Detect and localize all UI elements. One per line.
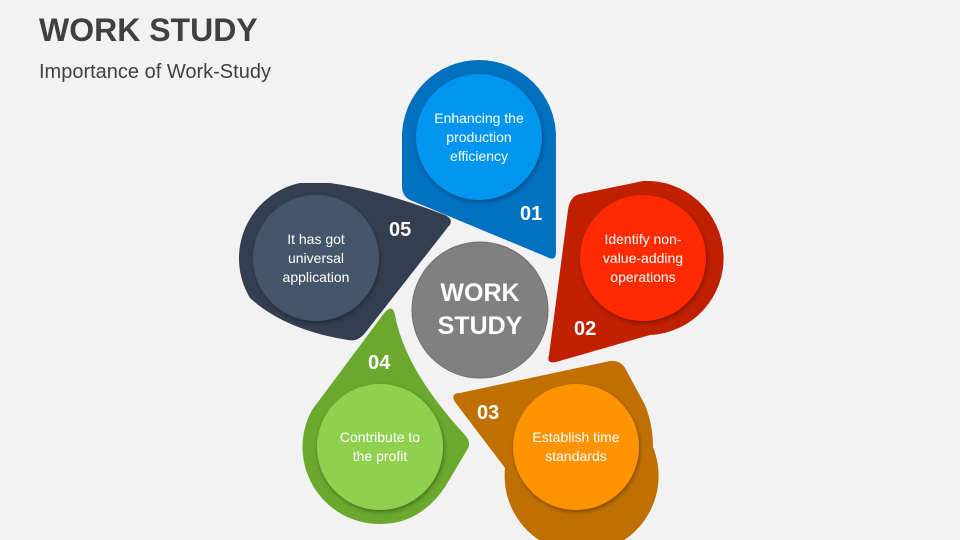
petal-04 [302, 308, 470, 525]
hub-label: WORK STUDY [412, 276, 548, 344]
item-01-number: 01 [520, 203, 543, 225]
petal-01 [402, 60, 556, 259]
hub-circle [411, 241, 549, 379]
item-01-text: Enhancing the production efficiency [434, 109, 524, 164]
item-04-text: Contribute to the profit [339, 429, 421, 464]
page-subtitle: Importance of Work-Study [39, 61, 271, 83]
item-02-text: Identify non-value-adding operations [602, 230, 684, 285]
petal-05 [238, 183, 451, 341]
item-03-text: Establish time standards [532, 429, 620, 464]
petal-03 [453, 360, 659, 540]
item-03-number: 03 [477, 402, 500, 424]
item-05-text: It has got universal application [282, 230, 350, 285]
page-title: WORK STUDY [39, 12, 258, 48]
item-04-number: 04 [368, 352, 391, 374]
petal-02 [548, 180, 724, 363]
hub-line-1: WORK [440, 279, 520, 307]
item-02-number: 02 [574, 318, 597, 340]
hub-line-2: STUDY [437, 312, 523, 340]
item-05-number: 05 [389, 219, 412, 241]
